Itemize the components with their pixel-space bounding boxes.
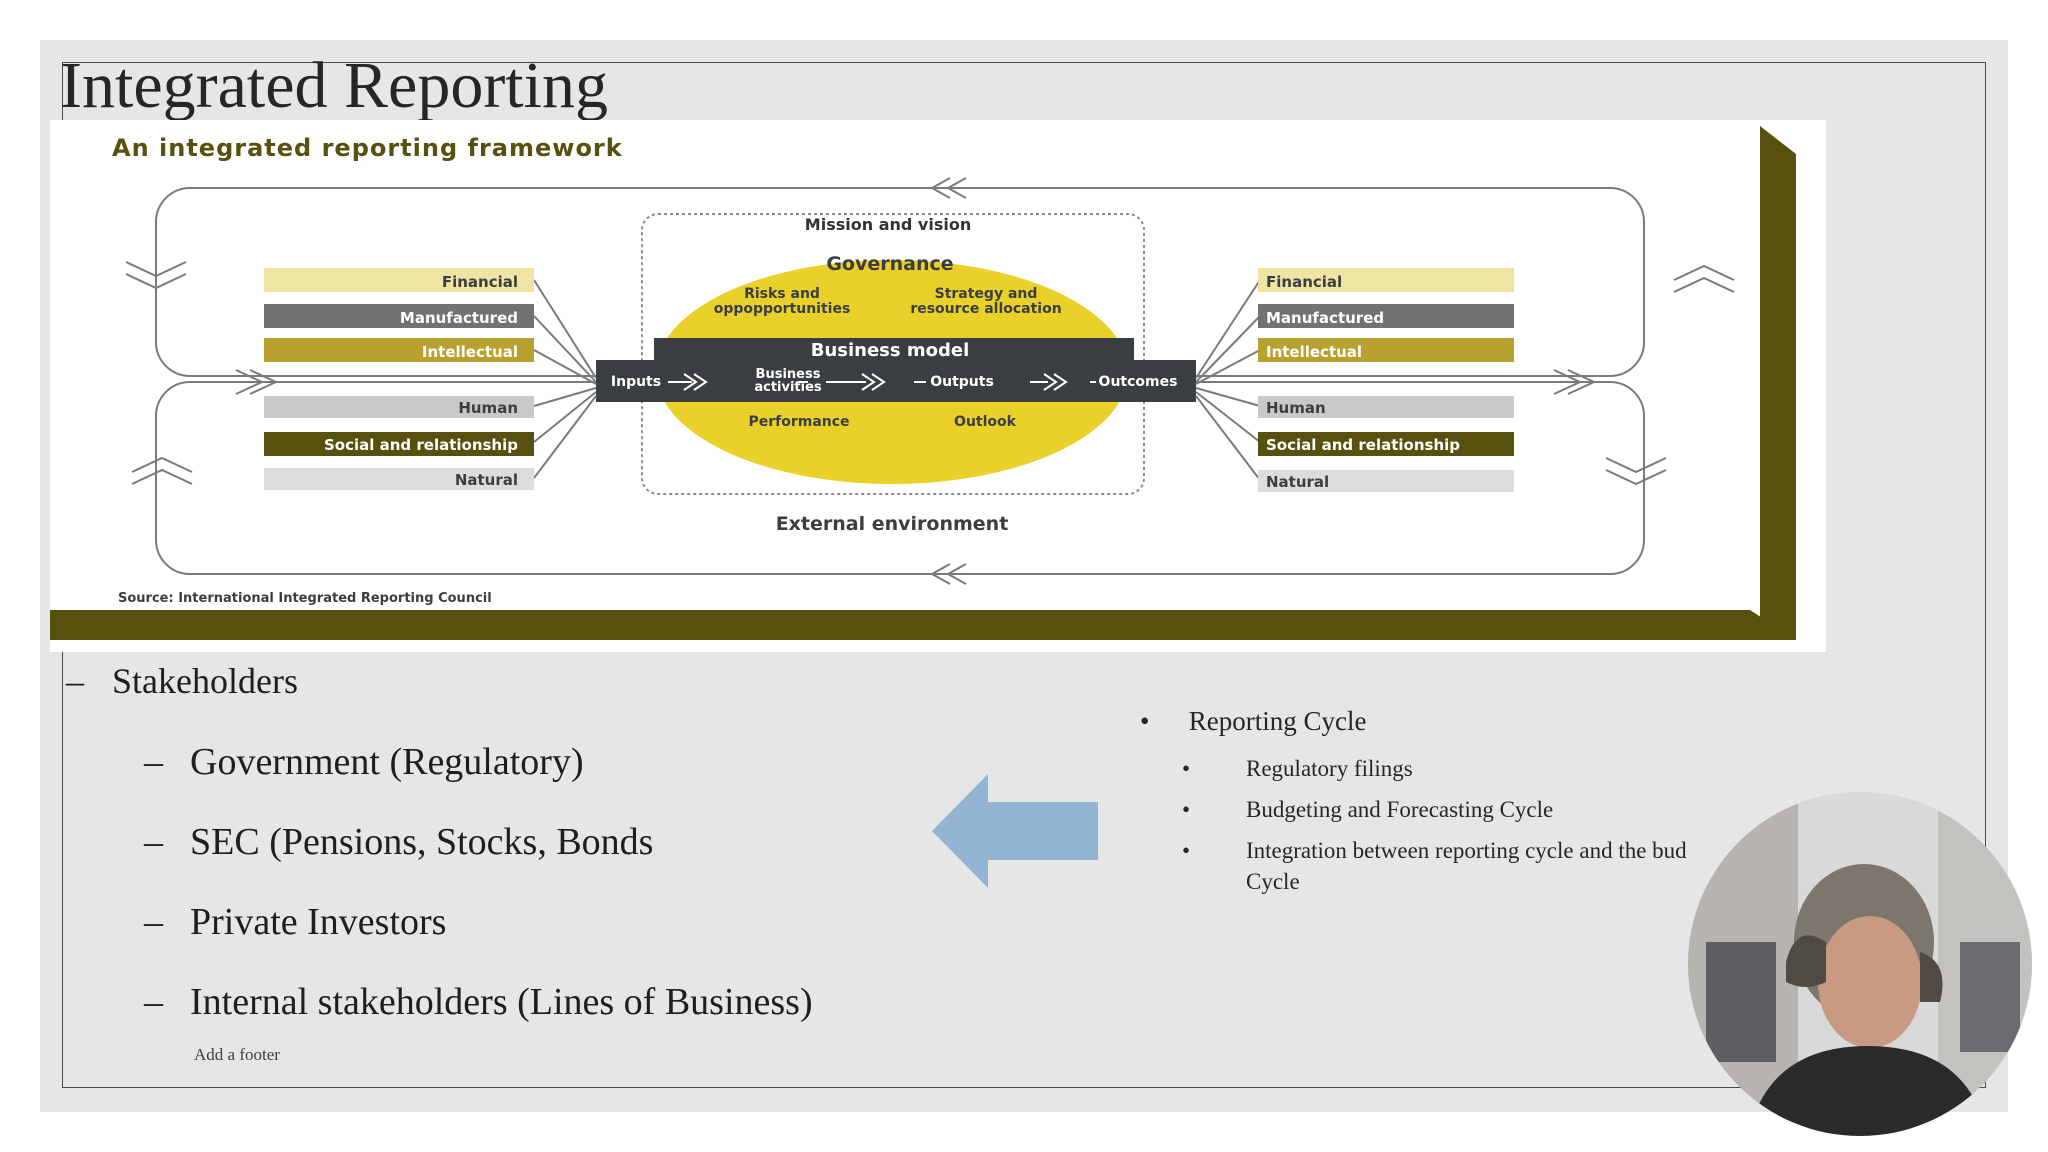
- capital-left-manufactured: Manufactured: [400, 309, 518, 327]
- capital-bar-natural: [264, 468, 534, 490]
- bullet-dot: •: [1182, 797, 1191, 822]
- dash-bullet: –: [144, 981, 163, 1023]
- process-arrows: [668, 373, 1096, 391]
- webcam-overlay: [1688, 792, 2032, 1136]
- governance-label: Governance: [826, 253, 953, 275]
- outcomes-label: Outcomes: [1099, 374, 1178, 390]
- left-arrow-icon: [932, 774, 1098, 888]
- dash-bullet: –: [144, 901, 163, 943]
- capital-bar-human: [264, 396, 534, 418]
- left-connectors: [533, 279, 597, 479]
- capital-bar-social-r: [1258, 432, 1514, 456]
- capital-bar-manufactured-r: [1258, 304, 1514, 328]
- stakeholder-item: –Government (Regulatory): [144, 741, 584, 783]
- reporting-item-continuation: Cycle: [1246, 869, 1300, 894]
- capital-right-social: Social and relationship: [1266, 436, 1460, 454]
- capital-bar-human-r: [1258, 396, 1514, 418]
- bullet-dot: •: [1182, 756, 1191, 781]
- stakeholder-item: –SEC (Pensions, Stocks, Bonds: [144, 821, 654, 863]
- business-model-label: Business model: [811, 340, 970, 361]
- reporting-cycle-heading: • Reporting Cycle: [1140, 706, 1367, 736]
- figure-source: Source: International Integrated Reporti…: [118, 591, 492, 606]
- stakeholders-heading: –Stakeholders: [66, 661, 298, 701]
- capital-right-intellectual: Intellectual: [1266, 343, 1362, 361]
- reporting-item: •Budgeting and Forecasting Cycle: [1182, 797, 1554, 822]
- slide-footer: Add a footer: [194, 1045, 280, 1064]
- capital-bar-intellectual-r: [1258, 338, 1514, 362]
- capital-left-natural: Natural: [455, 471, 518, 489]
- capital-bar-social: [264, 432, 534, 456]
- capitals-left: Financial Manufactured Intellectual Huma…: [264, 268, 534, 490]
- dash-bullet: –: [144, 741, 163, 783]
- capital-left-financial: Financial: [442, 273, 518, 291]
- performance-label: Performance: [748, 414, 849, 430]
- dash-bullet: –: [66, 661, 84, 701]
- risks-line-1: Risks and: [744, 286, 820, 302]
- capital-right-natural: Natural: [1266, 473, 1329, 491]
- activities-line-2: activities: [754, 380, 822, 395]
- stakeholder-item: –Internal stakeholders (Lines of Busines…: [144, 981, 813, 1023]
- capital-bar-financial-r: [1258, 268, 1514, 292]
- capital-right-human: Human: [1266, 399, 1326, 417]
- external-environment-label: External environment: [776, 513, 1009, 535]
- stakeholder-item: –Private Investors: [144, 901, 447, 943]
- capital-bar-natural-r: [1258, 470, 1514, 492]
- loop-chevrons: [125, 177, 1735, 585]
- figure-heading: An integrated reporting framework: [112, 134, 623, 162]
- capitals-right: Financial Manufactured Intellectual Huma…: [1258, 268, 1514, 492]
- activities-line-1: Business: [756, 367, 821, 382]
- outputs-label: Outputs: [930, 374, 994, 390]
- mission-box: [641, 213, 1145, 495]
- figure-frame-right: [1760, 126, 1796, 640]
- mission-label: Mission and vision: [805, 215, 971, 234]
- bullet-dot: •: [1182, 838, 1191, 863]
- business-model-bar: [654, 338, 1134, 362]
- capital-left-human: Human: [458, 399, 518, 417]
- strategy-line-1: Strategy and: [935, 286, 1038, 302]
- integrated-reporting-figure: An integrated reporting framework Missio…: [50, 120, 1826, 652]
- outlook-label: Outlook: [954, 414, 1017, 430]
- capital-bar-financial: [264, 268, 534, 292]
- figure-frame-bottom: [50, 610, 1796, 640]
- reporting-item: •Integration between reporting cycle and…: [1182, 838, 1687, 863]
- capital-left-intellectual: Intellectual: [422, 343, 518, 361]
- capital-bar-intellectual: [264, 338, 534, 362]
- presenter-video-icon: [1688, 792, 2032, 1136]
- strategy-line-2: resource allocation: [910, 301, 1061, 317]
- capital-bar-manufactured: [264, 304, 534, 328]
- capital-right-manufactured: Manufactured: [1266, 309, 1384, 327]
- right-connectors: [1195, 279, 1261, 481]
- slide-title: Integrated Reporting: [60, 49, 608, 122]
- reporting-item: •Regulatory filings: [1182, 756, 1413, 781]
- capital-left-social: Social and relationship: [324, 436, 518, 454]
- inputs-label: Inputs: [611, 374, 661, 390]
- capital-right-financial: Financial: [1266, 273, 1342, 291]
- dash-bullet: –: [144, 821, 163, 863]
- risks-line-2: oppopportunities: [714, 301, 851, 317]
- bullet-dot: •: [1140, 706, 1150, 736]
